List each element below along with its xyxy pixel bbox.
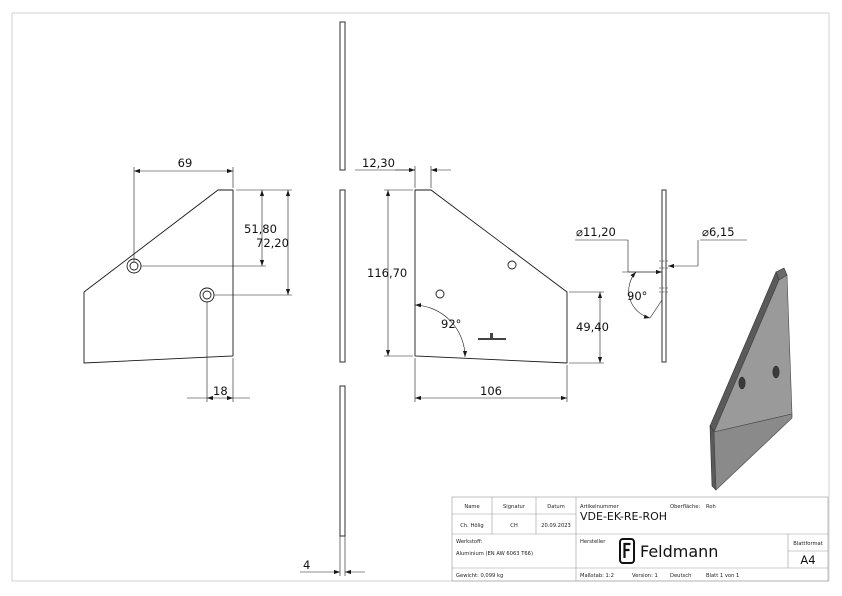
edge-strip-bottom: [339, 385, 346, 537]
tb-header-name: Name: [464, 504, 479, 510]
dim-116-70: 116,70: [367, 266, 407, 280]
tb-row-date: 20.09.2023: [541, 523, 571, 529]
dim-dia-6-15: ⌀6,15: [702, 225, 735, 239]
front-view: 12,30 116,70 92° 49,40 106: [355, 156, 609, 402]
tb-format-value: A4: [800, 553, 815, 567]
feldmann-logo-text: Feldmann: [640, 542, 718, 561]
tb-format-label: Blattformat: [793, 541, 823, 547]
isometric-view: [709, 267, 793, 491]
tb-material-label: Werkstoff:: [456, 539, 483, 545]
tb-article-label: Artikelnummer: [580, 504, 619, 510]
diameter-symbol: ⌀: [702, 225, 709, 239]
dim-12-30: 12,30: [362, 156, 395, 170]
dim-92-deg: 92°: [441, 317, 461, 331]
dim-90-deg: 90°: [627, 289, 647, 303]
side-section-view: ⌀11,20 ⌀6,15 90°: [575, 189, 747, 363]
tb-row-name: Ch. Hölig: [460, 523, 483, 529]
front-hole-lower: [435, 289, 445, 299]
dim-49-40: 49,40: [576, 320, 609, 334]
edge-strip-middle: [339, 189, 346, 363]
iso-bottom-face: [713, 413, 793, 491]
feldmann-logo-icon: [619, 538, 635, 564]
left-view-outline: [83, 189, 234, 364]
tb-row-signature: CH: [510, 523, 518, 529]
dim-51-80: 51,80: [244, 222, 277, 236]
side-strip: [661, 189, 667, 363]
iso-hole-lower: [738, 376, 746, 390]
tb-header-signature: Signatur: [503, 504, 526, 510]
tb-manufacturer-label: Hersteller: [580, 539, 606, 545]
tb-material-value: Aluminium (EN AW 6063 T66): [456, 551, 533, 557]
iso-front-face: [713, 274, 793, 433]
left-hole-small-outer: [199, 287, 215, 303]
tb-sheet: Blatt 1 von 1: [706, 573, 739, 579]
tb-surface-value: Roh: [706, 504, 716, 510]
tb-weight: Gewicht: 0,099 kg: [456, 573, 503, 579]
title-block: Name Signatur Datum Ch. Hölig CH 20.09.2…: [451, 496, 829, 582]
edge-strip-top: [339, 21, 346, 171]
sheet-border: [11, 12, 830, 582]
left-hole-small-inner: [202, 290, 212, 300]
dim-dia-11-20-value: 11,20: [583, 225, 616, 239]
dim-18: 18: [213, 384, 228, 398]
engraving-mark: [478, 333, 506, 340]
edge-view: 4: [300, 21, 365, 576]
tb-article-number: VDE-EK-RE-ROH: [580, 510, 667, 523]
iso-hole-upper: [772, 365, 780, 379]
tb-header-date: Datum: [547, 504, 565, 510]
tb-surface-label: Oberfläche:: [670, 504, 700, 510]
dim-dia-11-20: ⌀11,20: [576, 225, 616, 239]
dim-69: 69: [178, 156, 193, 170]
dim-106: 106: [480, 384, 502, 398]
dim-4: 4: [303, 558, 310, 572]
dim-72-20: 72,20: [256, 236, 289, 250]
front-hole-upper: [507, 260, 517, 270]
tb-version: Version: 1: [632, 573, 658, 579]
tb-scale: Maßstab: 1:2: [580, 573, 614, 579]
left-hole-large-inner: [129, 261, 139, 271]
diameter-symbol: ⌀: [576, 225, 583, 239]
feldmann-logo: Feldmann: [619, 538, 718, 564]
left-view: 69 51,80 72,20 18: [83, 156, 292, 402]
tb-language: Deutsch: [670, 573, 691, 579]
dim-dia-6-15-value: 6,15: [709, 225, 735, 239]
